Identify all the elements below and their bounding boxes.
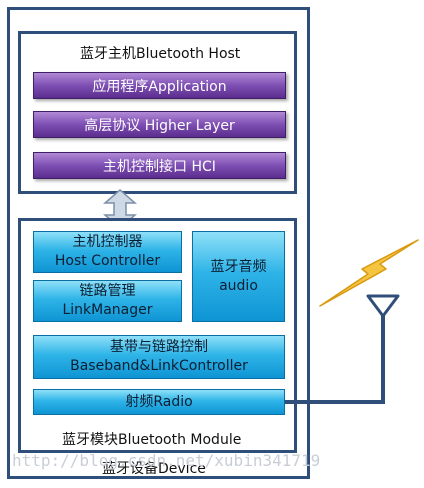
- antenna-icon: [366, 294, 400, 318]
- host-controller-line1: 主机控制器: [72, 234, 143, 250]
- radio-label: 射频Radio: [125, 393, 193, 410]
- application-layer-label: 应用程序Application: [92, 78, 227, 95]
- watermark-text: http://blog.csdn.net/xubin341719: [12, 451, 321, 470]
- hci-layer-label: 主机控制接口 HCI: [103, 158, 216, 175]
- audio-block: 蓝牙音频 audio: [192, 231, 285, 322]
- host-controller-line2: Host Controller: [54, 253, 161, 269]
- device-label: 蓝牙设备Device: [102, 461, 206, 477]
- link-manager-block: 链路管理 LinkManager: [33, 280, 182, 322]
- baseband-line2: Baseband&LinkController: [70, 358, 248, 374]
- baseband-line1: 基带与链路控制: [110, 339, 208, 355]
- host-controller-block: 主机控制器 Host Controller: [33, 231, 182, 273]
- module-title: 蓝牙模块Bluetooth Module: [62, 432, 242, 448]
- higher-layer-label: 高层协议 Higher Layer: [84, 117, 235, 134]
- hci-layer: 主机控制接口 HCI: [33, 152, 286, 179]
- lightning-signal-icon: [319, 239, 419, 307]
- baseband-block: 基带与链路控制 Baseband&LinkController: [33, 335, 285, 379]
- higher-layer: 高层协议 Higher Layer: [33, 111, 286, 138]
- radio-block: 射频Radio: [33, 389, 285, 415]
- link-manager-line1: 链路管理: [79, 283, 136, 299]
- link-manager-line2: LinkManager: [62, 302, 153, 318]
- audio-line1: 蓝牙音频: [210, 258, 267, 275]
- host-title: 蓝牙主机Bluetooth Host: [80, 46, 241, 62]
- radio-cable: [285, 304, 385, 404]
- audio-line2: audio: [219, 277, 258, 294]
- application-layer: 应用程序Application: [33, 72, 286, 99]
